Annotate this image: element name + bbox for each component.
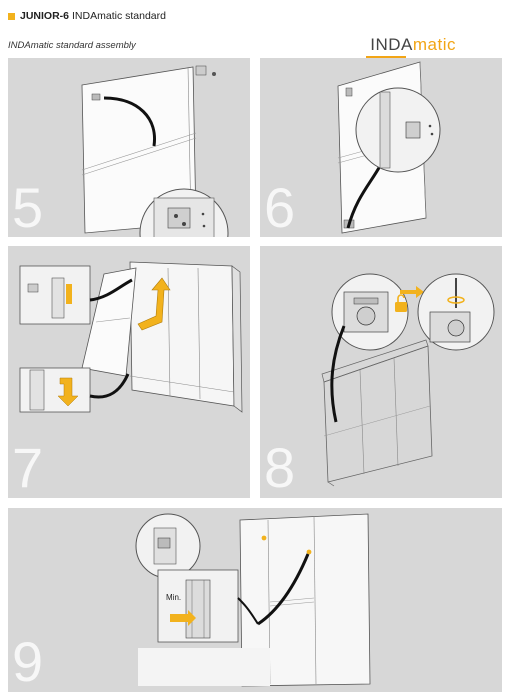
step-5-number: 5 — [12, 176, 44, 237]
step-9-panel: Min. 9 — [8, 508, 502, 692]
step-7-number: 7 — [12, 436, 44, 498]
step-5-panel: 5 — [8, 58, 250, 237]
logo-underline — [366, 56, 406, 58]
section-subtitle: INDAmatic standard assembly — [8, 40, 136, 51]
step-8-number: 8 — [264, 436, 296, 498]
document-title: JUNIOR-6 INDAmatic standard — [8, 10, 166, 22]
product-variant: INDAmatic standard — [72, 10, 166, 22]
logo-text-matic: matic — [412, 35, 456, 54]
product-name: JUNIOR-6 — [20, 10, 70, 22]
blank-note-box — [138, 648, 270, 686]
step-7-illustration — [19, 261, 243, 413]
step-8-panel: 8 — [260, 246, 502, 498]
padlock-icon — [395, 294, 407, 312]
step-9-illustration — [135, 513, 371, 687]
step-6-number: 6 — [264, 176, 296, 237]
step-9-number: 9 — [12, 630, 44, 692]
step-6-illustration — [337, 61, 441, 234]
title-bullet-icon — [8, 12, 15, 20]
page-header: JUNIOR-6 INDAmatic standard INDAmatic st… — [8, 8, 502, 58]
logo-text-inda: INDA — [370, 35, 413, 54]
step-6-panel: 6 — [260, 58, 502, 237]
brand-logo: INDAmatic — [370, 35, 456, 55]
step-8-illustration — [321, 273, 495, 487]
min-label: Min. — [166, 593, 182, 602]
step-5-illustration — [81, 65, 229, 237]
step-7-panel: 7 — [8, 246, 250, 498]
